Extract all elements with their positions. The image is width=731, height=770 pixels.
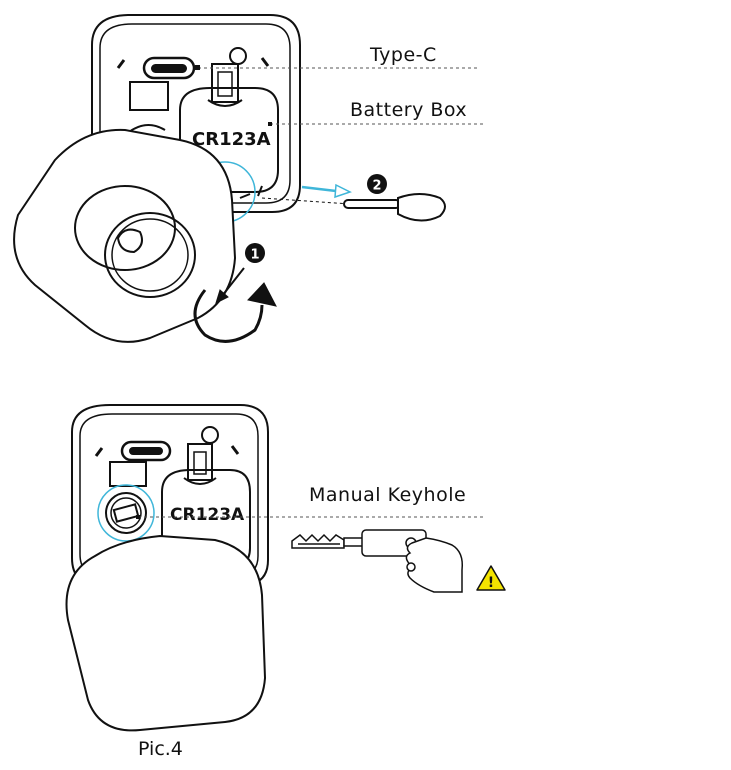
step-1-number: 1 [250,248,259,263]
rotate-arrow [193,267,277,343]
device-top [91,14,301,213]
step-1-badge: 1 [245,243,265,263]
warning-icon: ! [476,565,506,591]
cover-bottom [65,534,267,732]
battery-model-text-bottom: CR123A [170,505,245,525]
keyhole-highlight-circle [97,484,155,542]
battery-model-text-top: CR123A [192,129,271,150]
key-icon [291,529,427,557]
step-2-number: 2 [372,179,381,194]
hand-icon [405,537,464,593]
step-2-badge: 2 [367,174,387,194]
screwdriver-icon [261,193,446,222]
leader-lines-top [198,67,484,125]
type-c-label: Type-C [370,44,437,66]
battery-box-label: Battery Box [350,99,468,121]
cover-top [13,128,237,343]
figure-caption: Pic.4 [138,738,183,760]
warning-symbol: ! [488,575,494,591]
type-c-marker [195,65,200,70]
keyhole-marker [136,515,140,519]
manual-keyhole-label: Manual Keyhole [309,484,467,506]
battery-marker [268,122,272,126]
pull-arrow [301,183,352,199]
